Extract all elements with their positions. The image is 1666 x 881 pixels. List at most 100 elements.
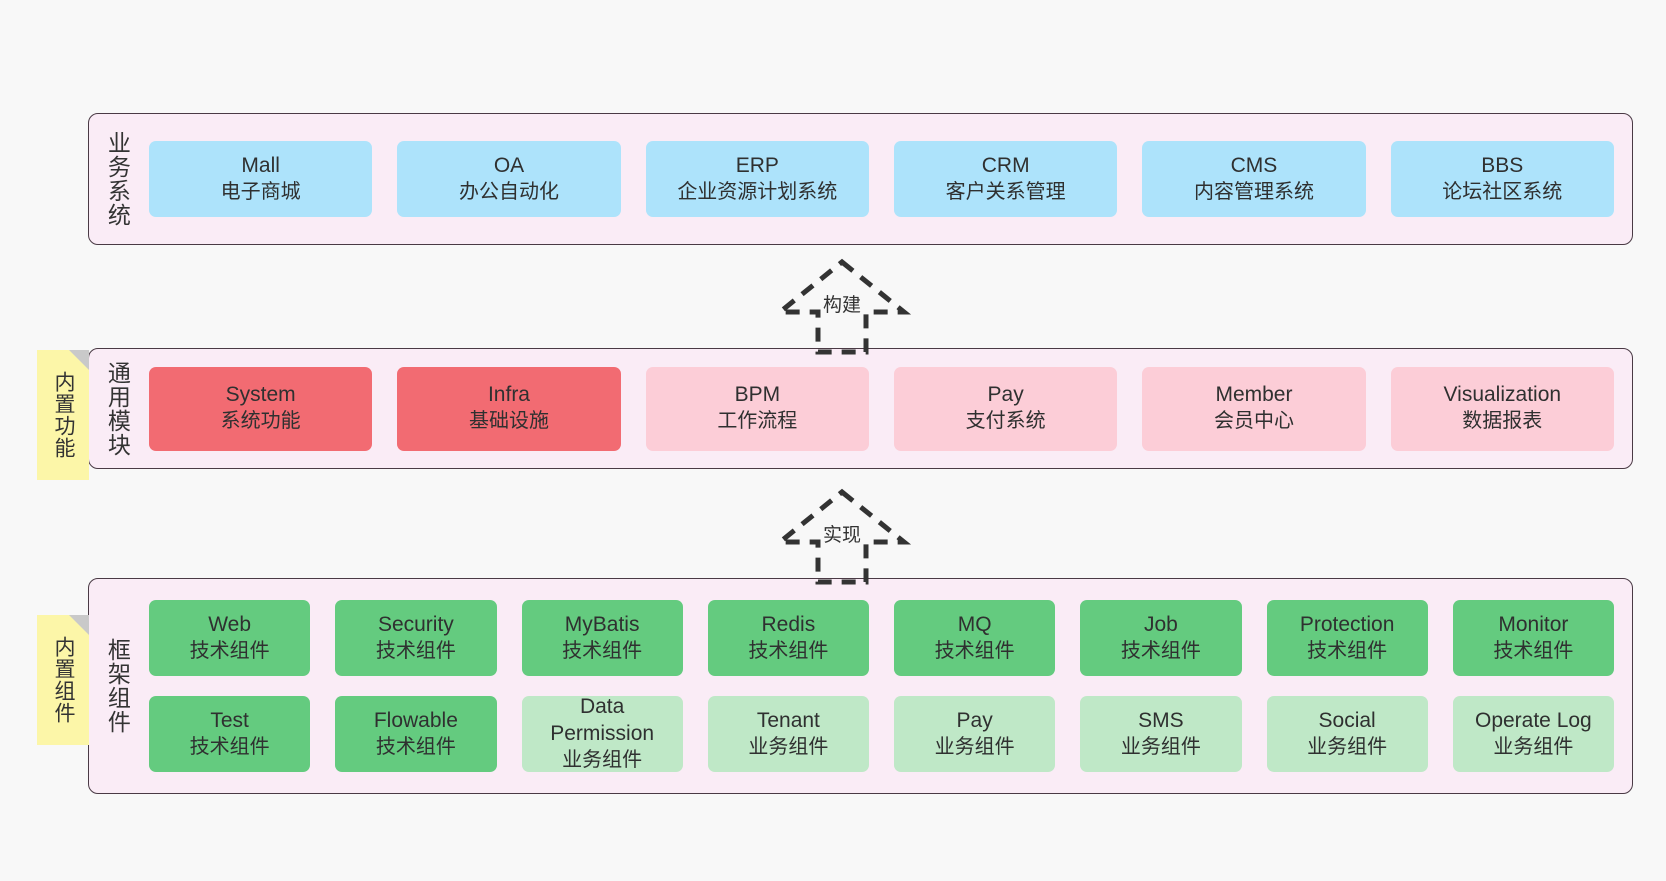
- module-card-name: Flowable: [373, 708, 458, 732]
- module-card[interactable]: Member 会员中心: [1142, 366, 1366, 451]
- sticky-note-label: 内置功能: [52, 371, 75, 459]
- module-card-desc: 业务组件: [1493, 735, 1574, 758]
- module-card[interactable]: Web 技术组件: [149, 600, 311, 676]
- module-card[interactable]: CMS 内容管理系统: [1142, 141, 1366, 217]
- module-card-desc: 技术组件: [375, 735, 456, 758]
- module-card[interactable]: Data Permission 业务组件: [521, 695, 683, 772]
- module-card[interactable]: Mall 电子商城: [149, 141, 373, 217]
- sticky-note-label: 内置组件: [52, 636, 75, 724]
- module-card-name: Member: [1215, 383, 1293, 407]
- module-card-name: Test: [210, 708, 249, 732]
- module-card-name: Redis: [761, 612, 816, 636]
- layer-title-business: 业务系统: [104, 131, 131, 227]
- module-card-desc: 技术组件: [375, 639, 456, 662]
- module-card-desc: 论坛社区系统: [1442, 180, 1563, 203]
- module-card-name: OA: [493, 153, 525, 177]
- module-card-name: ERP: [735, 153, 779, 177]
- module-card-name: Mall: [241, 153, 280, 177]
- relation-arrow-build: 构建: [752, 258, 932, 355]
- module-card[interactable]: OA 办公自动化: [397, 141, 621, 217]
- module-card-name: System: [225, 383, 296, 407]
- arrow-svg: [772, 258, 912, 355]
- module-card-name: Monitor: [1498, 612, 1569, 636]
- module-card[interactable]: MyBatis 技术组件: [521, 600, 683, 676]
- module-card-desc: 电子商城: [220, 180, 301, 203]
- module-card-name: Pay: [987, 383, 1024, 407]
- module-card-desc: 技术组件: [189, 639, 270, 662]
- module-card-name: SMS: [1138, 708, 1184, 732]
- module-card-name: Visualization: [1443, 383, 1562, 407]
- module-card[interactable]: Redis 技术组件: [707, 600, 869, 676]
- module-card-name: CRM: [981, 153, 1030, 177]
- module-card-name: Pay: [956, 708, 993, 732]
- module-card-desc: 办公自动化: [458, 180, 559, 203]
- module-card[interactable]: Operate Log 业务组件: [1452, 696, 1614, 772]
- module-card-desc: 数据报表: [1462, 410, 1543, 433]
- module-card[interactable]: Test 技术组件: [149, 696, 311, 772]
- module-card-name: Operate Log: [1474, 708, 1592, 732]
- module-card-name: BBS: [1481, 153, 1524, 177]
- page-fold-icon: [69, 615, 89, 635]
- module-card-desc: 技术组件: [748, 639, 829, 662]
- relation-arrow-implement: 实现: [752, 488, 932, 585]
- module-card-desc: 技术组件: [1120, 639, 1201, 662]
- module-card[interactable]: Tenant 业务组件: [707, 696, 869, 772]
- module-card-name: MyBatis: [564, 612, 640, 636]
- module-card-name: CMS: [1230, 153, 1278, 177]
- arrow-outline-icon: [772, 258, 912, 355]
- module-card[interactable]: Flowable 技术组件: [335, 696, 497, 772]
- module-card-desc: 系统功能: [220, 410, 301, 433]
- layer-title-common: 通用模块: [104, 360, 131, 457]
- module-card-desc: 技术组件: [1493, 639, 1574, 662]
- module-card-desc: 会员中心: [1213, 410, 1294, 433]
- module-card-desc: 技术组件: [562, 639, 643, 662]
- arrow-svg: [772, 488, 912, 585]
- module-card-desc: 内容管理系统: [1193, 180, 1314, 203]
- sticky-note-framework: 内置组件: [37, 615, 89, 745]
- module-card[interactable]: Job 技术组件: [1080, 600, 1242, 676]
- module-card-desc: 业务组件: [562, 749, 643, 772]
- module-card[interactable]: System 系统功能: [149, 366, 373, 451]
- module-card-name: MQ: [957, 612, 992, 636]
- module-card[interactable]: Infra 基础设施: [397, 366, 621, 451]
- module-card[interactable]: SMS 业务组件: [1080, 696, 1242, 772]
- module-card-name: Tenant: [756, 708, 820, 732]
- module-card-desc: 技术组件: [1307, 639, 1388, 662]
- module-card-desc: 业务组件: [748, 735, 829, 758]
- module-card-name: Job: [1143, 612, 1178, 636]
- module-card-name: Web: [208, 612, 252, 636]
- module-card-desc: 技术组件: [189, 735, 270, 758]
- module-card[interactable]: BBS 论坛社区系统: [1390, 141, 1614, 217]
- module-card-desc: 业务组件: [1120, 735, 1201, 758]
- module-card-name: Protection: [1299, 612, 1395, 636]
- module-card-desc: 客户关系管理: [945, 180, 1066, 203]
- module-card-name: Infra: [487, 383, 530, 407]
- module-card[interactable]: CRM 客户关系管理: [893, 141, 1118, 217]
- page-fold-icon: [69, 350, 89, 370]
- module-card-desc: 业务组件: [1307, 735, 1388, 758]
- module-card[interactable]: Protection 技术组件: [1266, 600, 1428, 676]
- module-card-desc: 基础设施: [468, 410, 549, 433]
- module-card[interactable]: Pay 业务组件: [894, 696, 1056, 772]
- module-card-desc: 业务组件: [934, 735, 1015, 758]
- module-card[interactable]: Visualization 数据报表: [1390, 366, 1614, 451]
- module-card-name: Data Permission: [550, 695, 655, 746]
- module-card[interactable]: Monitor 技术组件: [1452, 600, 1614, 676]
